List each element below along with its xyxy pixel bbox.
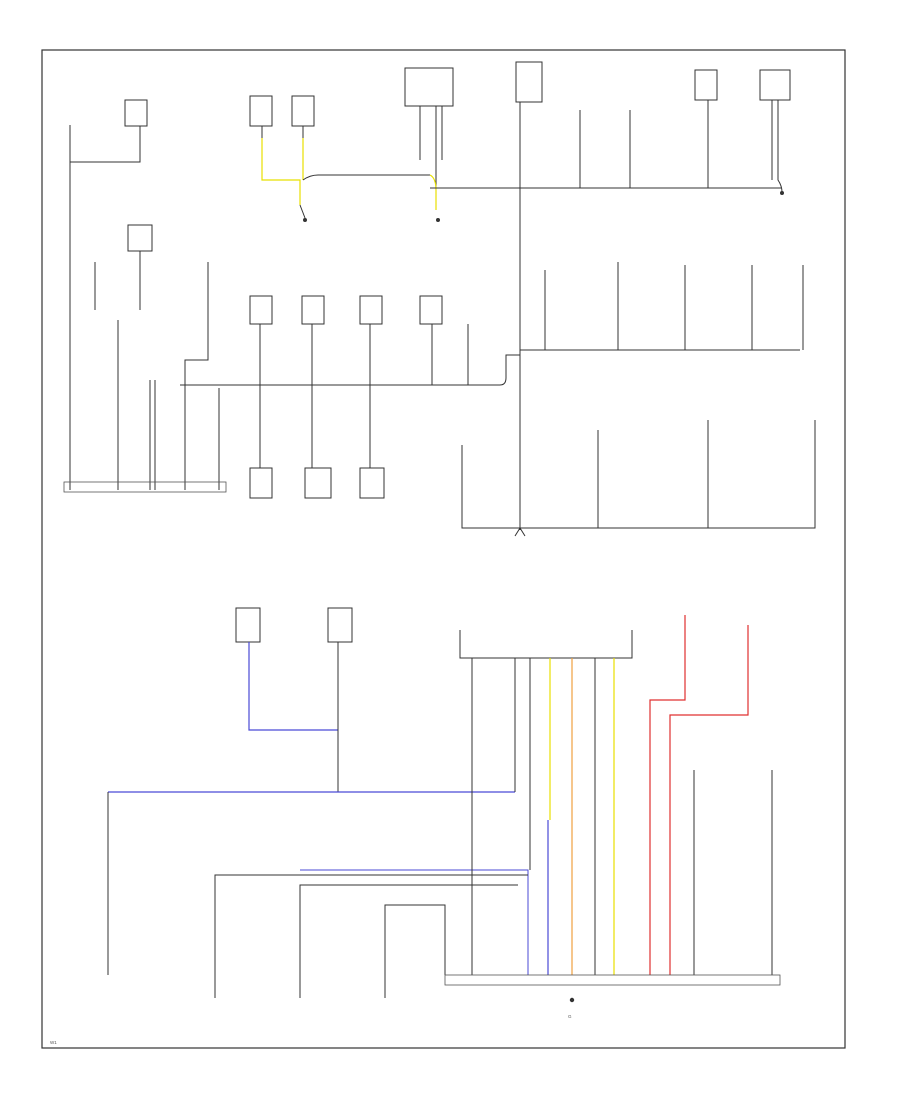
top-section: [69, 61, 791, 530]
wire: [302, 174, 430, 181]
wire: [299, 204, 306, 219]
wire-red: [669, 625, 749, 975]
component-box: [694, 69, 718, 101]
ground-splice: [780, 191, 784, 195]
wire: [261, 126, 304, 138]
component-box: [249, 467, 273, 499]
component-box: [419, 295, 443, 325]
ground-splice: [303, 218, 307, 222]
ground-splice: [436, 218, 440, 222]
component-box: [235, 607, 261, 643]
wire: [259, 324, 469, 470]
wire: [514, 527, 526, 537]
ground-label: G: [568, 1014, 572, 1019]
wire: [214, 874, 528, 998]
wire: [461, 420, 816, 529]
wire: [94, 251, 141, 310]
wire: [693, 770, 773, 975]
wire-blue: [248, 642, 338, 731]
component-box: [127, 224, 153, 252]
bottom-section: G: [107, 607, 781, 1019]
wire: [544, 262, 804, 350]
wire: [471, 658, 531, 975]
page-reference: W1: [50, 1040, 57, 1045]
component-box: [304, 467, 332, 499]
wire-yellow: [429, 174, 437, 210]
component-box: [359, 467, 385, 499]
component-box: [759, 69, 791, 101]
wire-yellow: [261, 138, 301, 205]
component-box: [249, 295, 273, 325]
wire-red: [649, 615, 686, 975]
diagram-frame: [41, 49, 846, 1049]
wire: [184, 262, 209, 490]
component-box: [291, 95, 315, 127]
connector-outline: [459, 630, 633, 659]
wire: [419, 106, 443, 160]
wire: [117, 320, 156, 490]
component-box: [359, 295, 383, 325]
wire-blue: [300, 869, 529, 975]
component-box: [124, 99, 148, 127]
wire: [69, 125, 141, 163]
ground-point: [569, 997, 575, 1003]
component-box: [327, 607, 353, 643]
wire: [771, 100, 783, 193]
ground-connector-block: [444, 974, 781, 986]
component-box: [301, 295, 325, 325]
left-mid-section: [63, 224, 816, 537]
component-box: [404, 67, 454, 107]
component-box: [515, 61, 543, 103]
ground-bus: [180, 354, 520, 386]
component-box: [249, 95, 273, 127]
connector-block: [63, 481, 227, 493]
